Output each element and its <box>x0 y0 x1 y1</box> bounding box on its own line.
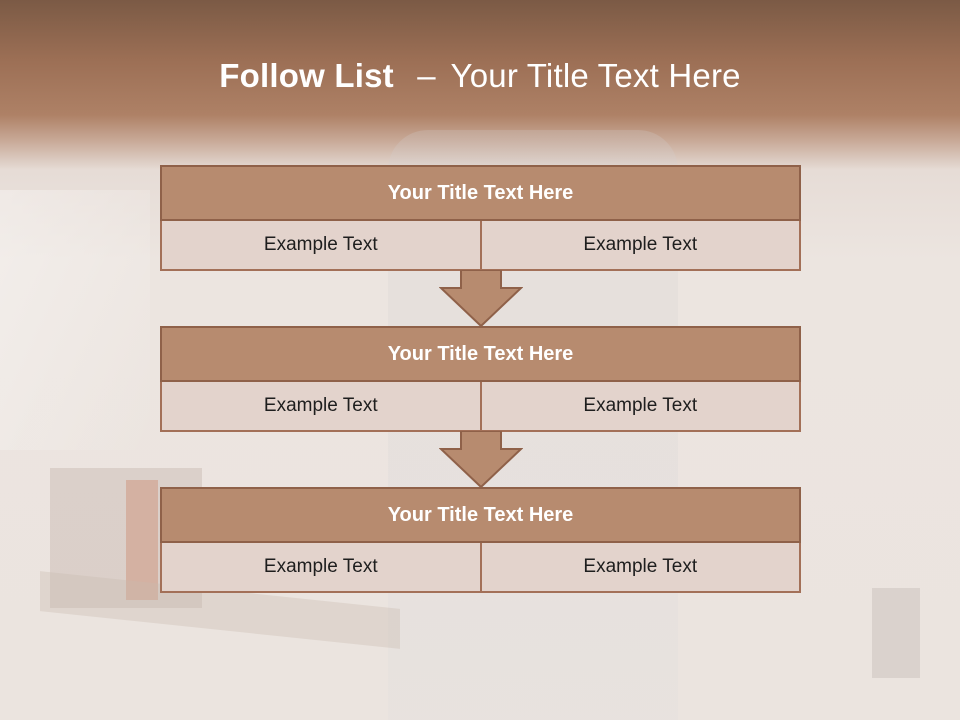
slide-title: Follow List – Your Title Text Here <box>0 52 960 100</box>
step-cell-right-3: Example Text <box>480 543 801 593</box>
slide-title-rest: Your Title Text Here <box>450 57 741 94</box>
step-title-3: Your Title Text Here <box>160 487 801 543</box>
step-title-2: Your Title Text Here <box>160 326 801 382</box>
step-cell-right-1: Example Text <box>480 221 801 271</box>
step-block-2: Your Title Text Here Example Text Exampl… <box>160 326 801 432</box>
step-row-1: Example Text Example Text <box>160 221 801 271</box>
step-cell-right-2: Example Text <box>480 382 801 432</box>
step-cell-left-3: Example Text <box>160 543 481 593</box>
step-cell-left-1: Example Text <box>160 221 481 271</box>
step-block-3: Your Title Text Here Example Text Exampl… <box>160 487 801 593</box>
slide-title-bold: Follow List <box>219 57 394 94</box>
step-cell-left-2: Example Text <box>160 382 481 432</box>
down-arrow-icon-1 <box>439 270 523 328</box>
step-block-1: Your Title Text Here Example Text Exampl… <box>160 165 801 271</box>
down-arrow-icon-2 <box>439 431 523 489</box>
step-row-2: Example Text Example Text <box>160 382 801 432</box>
step-row-3: Example Text Example Text <box>160 543 801 593</box>
slide-title-separator: – <box>417 57 436 94</box>
step-title-1: Your Title Text Here <box>160 165 801 221</box>
